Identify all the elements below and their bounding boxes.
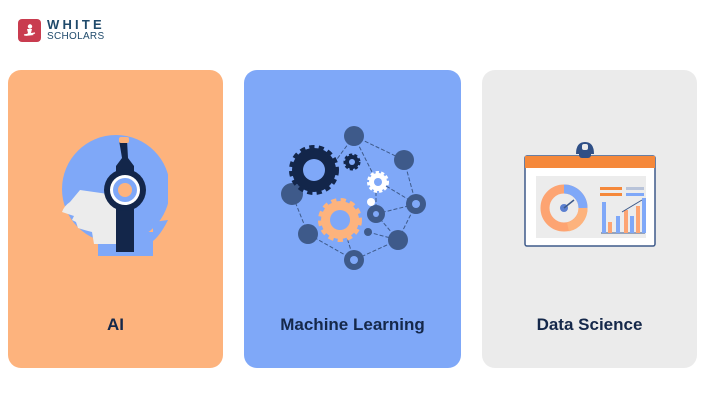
logo-wordmark: WHITE SCHOLARS — [47, 18, 105, 42]
logo-word-white: WHITE — [47, 17, 105, 32]
card-ai[interactable]: AI — [8, 70, 223, 368]
logo-word-scholars: SCHOLARS — [47, 31, 105, 42]
brand-logo[interactable]: WHITE SCHOLARS — [18, 18, 105, 42]
ai-head-headphones-icon — [62, 135, 168, 256]
card-title: Machine Learning — [280, 315, 425, 334]
logo-mark-icon — [18, 18, 41, 42]
dashboard-charts-icon — [524, 142, 656, 247]
card-title: Data Science — [536, 315, 643, 334]
card-data-science[interactable]: Data Science — [482, 70, 697, 368]
card-title: AI — [107, 315, 124, 334]
gears-network-icon — [281, 126, 426, 270]
card-machine-learning[interactable]: Machine Learning — [244, 70, 461, 368]
